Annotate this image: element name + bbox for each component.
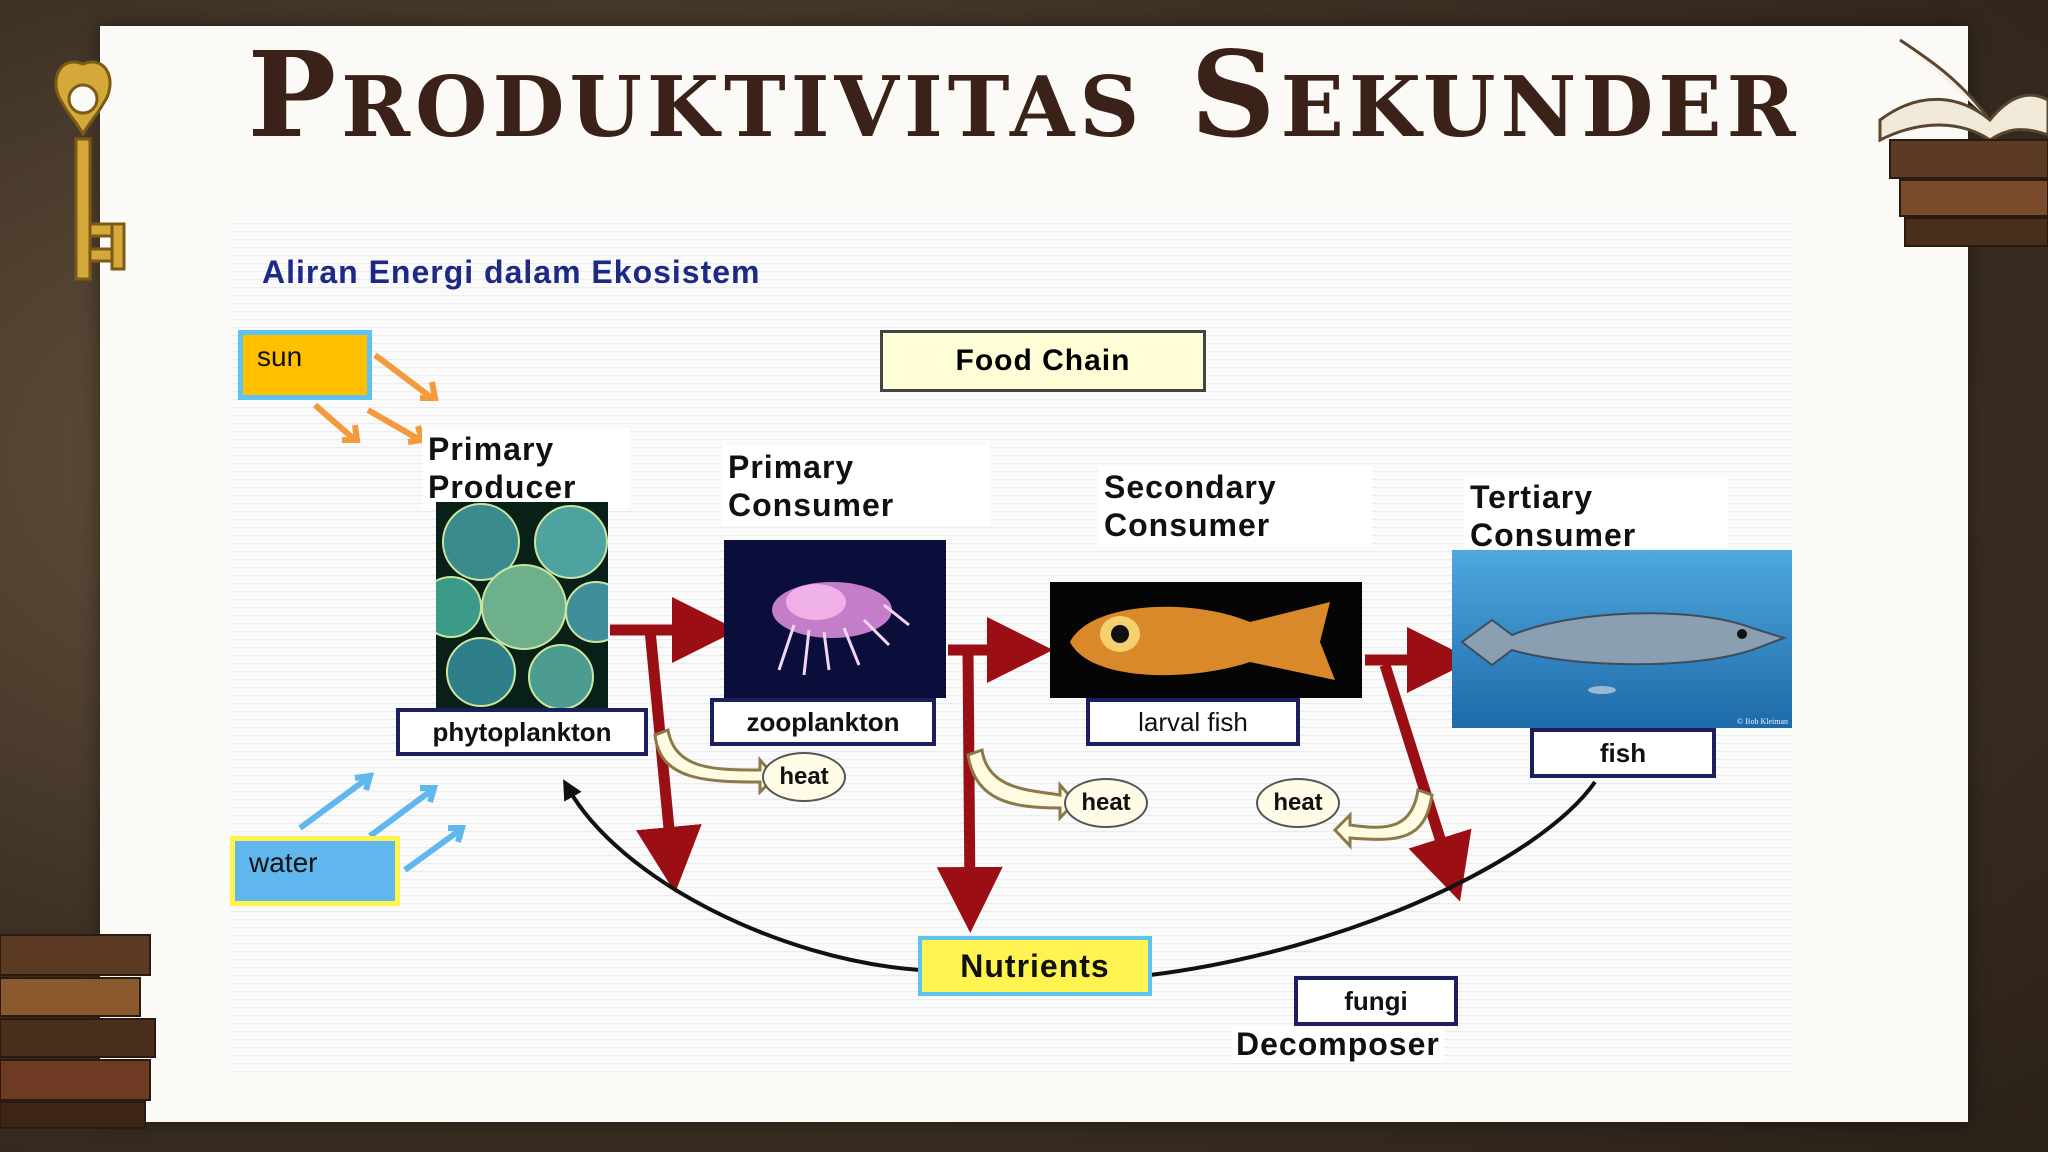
sun-box: sun (238, 330, 372, 400)
header-line: Primary (728, 449, 855, 485)
header-line: Secondary (1104, 469, 1277, 505)
decomposer-curve (1149, 780, 1597, 977)
tertiary-consumer-header: Tertiary Consumer (1464, 476, 1728, 556)
phytoplankton-image (436, 502, 608, 708)
header-line: Consumer (1470, 517, 1637, 553)
fish-image: © Bob Kleiman (1452, 550, 1792, 728)
key-icon (54, 60, 126, 281)
water-box: water (230, 836, 400, 906)
food-chain-arrows (610, 597, 1473, 933)
heat-label: heat (1064, 778, 1148, 828)
photo-credit: © Bob Kleiman (1737, 717, 1788, 726)
zooplankton-label: zooplankton (710, 698, 936, 746)
zooplankton-image (724, 540, 946, 698)
header-line: Producer (428, 469, 577, 505)
book-stack-icon (0, 934, 156, 1129)
nutrients-box: Nutrients (918, 936, 1152, 996)
heat-label: heat (1256, 778, 1340, 828)
larval-fish-image (1050, 582, 1362, 698)
diagram-subtitle: Aliran Energi dalam Ekosistem (262, 254, 761, 290)
heat-label: heat (762, 752, 846, 802)
water-rays (298, 772, 466, 873)
phytoplankton-label: phytoplankton (396, 708, 648, 756)
fungi-label: fungi (1294, 976, 1458, 1026)
header-line: Tertiary (1470, 479, 1594, 515)
secondary-consumer-header: Secondary Consumer (1098, 466, 1372, 546)
primary-consumer-header: Primary Consumer (722, 446, 990, 526)
sun-rays (313, 352, 439, 445)
decomposer-label: Decomposer (1232, 1026, 1444, 1063)
slide-title: Produktivitas Sekunder (247, 25, 1801, 164)
nutrient-return-arrow (563, 779, 921, 972)
header-line: Consumer (1104, 507, 1271, 543)
heat-arrows (653, 727, 1434, 850)
header-line: Consumer (728, 487, 895, 523)
open-book-icon (1878, 38, 2048, 247)
food-chain-label: Food Chain (880, 330, 1206, 392)
header-line: Primary (428, 431, 555, 467)
larval-fish-label: larval fish (1086, 698, 1300, 746)
fish-label: fish (1530, 728, 1716, 778)
primary-producer-header: Primary Producer (422, 428, 630, 508)
